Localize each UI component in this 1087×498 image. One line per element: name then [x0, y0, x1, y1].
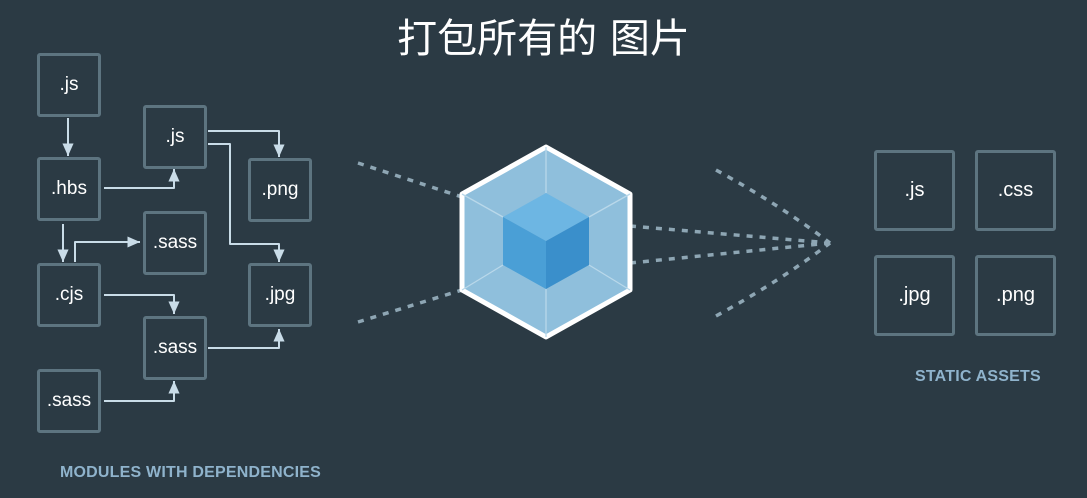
module-js-top: .js — [37, 53, 101, 117]
arrow-cjs-to-sass — [74, 236, 140, 262]
arrow-js-to-png — [208, 130, 285, 157]
asset-png: .png — [975, 255, 1056, 336]
module-sass-bottom: .sass — [37, 369, 101, 433]
modules-caption: MODULES WITH DEPENDENCIES — [60, 464, 322, 481]
arrow-js-to-jpg — [208, 143, 285, 262]
asset-css: .css — [975, 150, 1056, 231]
arrow-sass-to-sass — [104, 381, 180, 402]
dotted-in-bottom — [357, 288, 463, 324]
webpack-cube-icon — [459, 144, 633, 340]
dotted-in-top — [357, 161, 463, 199]
asset-js: .js — [874, 150, 955, 231]
module-js-middle: .js — [143, 105, 207, 169]
module-sass-upper: .sass — [143, 211, 207, 275]
module-cjs: .cjs — [37, 263, 101, 327]
dotted-out-top — [629, 224, 831, 245]
arrow-sass-to-jpg — [208, 329, 285, 349]
flow-lines — [357, 161, 832, 324]
page-title: 打包所有的 图片 — [397, 16, 690, 62]
dotted-curve-top — [715, 168, 832, 245]
module-hbs: .hbs — [37, 157, 101, 221]
module-png: .png — [248, 158, 312, 222]
dotted-curve-bottom — [715, 241, 832, 318]
module-sass-middle: .sass — [143, 316, 207, 380]
dotted-out-bottom — [629, 241, 831, 265]
arrow-hbs-to-js — [104, 169, 180, 189]
module-jpg: .jpg — [248, 263, 312, 327]
asset-jpg: .jpg — [874, 255, 955, 336]
assets-caption: STATIC ASSETS — [915, 368, 1041, 385]
arrow-cjs-to-sass2 — [104, 294, 180, 314]
